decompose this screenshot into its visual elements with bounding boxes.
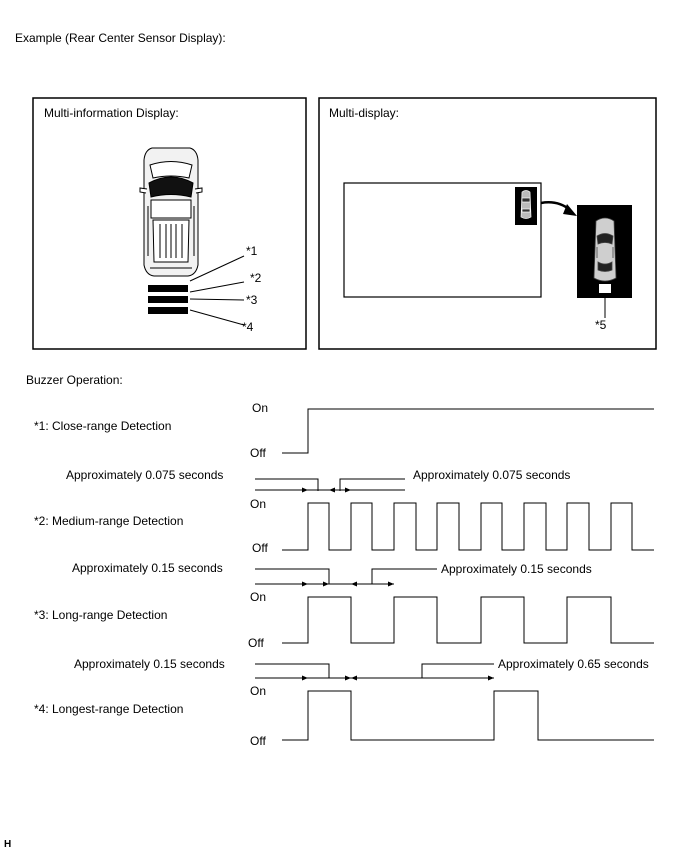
sensor-bar-3	[148, 307, 188, 314]
callout-1: *1	[246, 244, 258, 258]
on-label-2: On	[250, 497, 267, 511]
row-4-left-note: Approximately 0.15 seconds	[74, 657, 225, 671]
row-4-right-note: Approximately 0.65 seconds	[498, 657, 649, 671]
on-label-1: On	[252, 401, 269, 415]
md-panel-title: Multi-display:	[329, 106, 400, 120]
multi-display-screen	[343, 182, 542, 298]
sensor-bar-1	[148, 285, 188, 292]
timing-waveforms	[255, 408, 654, 741]
off-label-2: Off	[252, 541, 268, 555]
waveform-long-range	[282, 596, 654, 644]
on-label-3: On	[250, 590, 267, 604]
waveform-medium-range	[282, 502, 654, 551]
page-title: Example (Rear Center Sensor Display):	[15, 31, 226, 45]
sensor-bar-2	[148, 296, 188, 303]
callout-5: *5	[595, 318, 607, 332]
callout-4: *4	[242, 320, 254, 334]
mid-callout-leaders	[189, 255, 245, 326]
buzzer-title: Buzzer Operation:	[26, 373, 123, 387]
row-3-right-note: Approximately 0.15 seconds	[441, 562, 592, 576]
figure-code: H	[4, 839, 12, 850]
waveform-longest-range	[282, 690, 654, 741]
vehicle-top-view-icon	[139, 147, 203, 277]
on-label-4: On	[250, 684, 267, 698]
row-2-right-note: Approximately 0.075 seconds	[413, 468, 571, 482]
row-2-label: *2: Medium-range Detection	[34, 514, 184, 528]
off-label-3: Off	[248, 636, 264, 650]
rear-center-sensor-indicator	[599, 284, 611, 293]
row-1-label: *1: Close-range Detection	[34, 419, 172, 433]
mid-panel-title: Multi-information Display:	[44, 106, 179, 120]
row-3-label: *3: Long-range Detection	[34, 608, 168, 622]
callout-3: *3	[246, 293, 258, 307]
large-car-icon	[593, 217, 617, 282]
row-4-label: *4: Longest-range Detection	[34, 702, 184, 716]
off-label-4: Off	[250, 734, 266, 748]
mid-panel-frame	[32, 97, 307, 350]
row-2-left-note: Approximately 0.075 seconds	[66, 468, 224, 482]
row-3-left-note: Approximately 0.15 seconds	[72, 561, 223, 575]
waveform-close-range	[282, 408, 654, 454]
md-panel-frame	[318, 97, 657, 350]
dimension-arrowheads	[302, 487, 494, 681]
callout-2: *2	[250, 271, 262, 285]
small-car-icon	[520, 190, 532, 219]
off-label-1: Off	[250, 446, 266, 460]
